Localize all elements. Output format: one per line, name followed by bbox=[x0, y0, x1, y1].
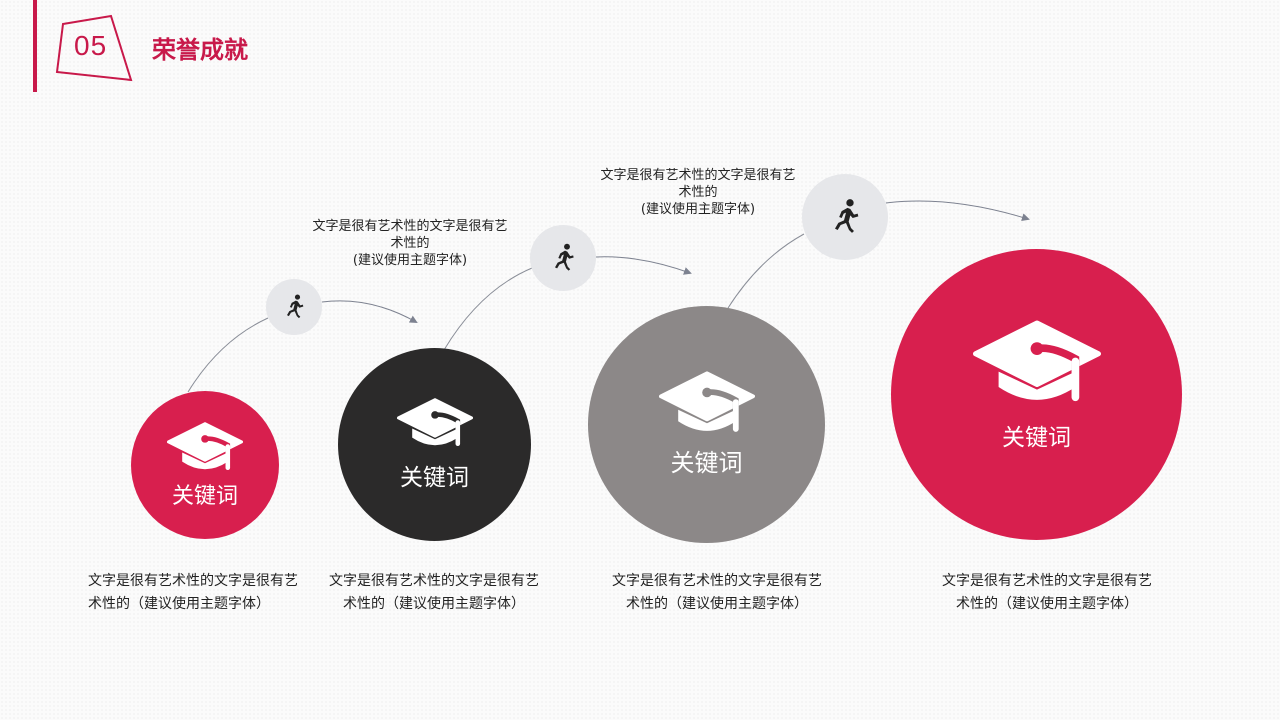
step-keyword: 关键词 bbox=[1002, 424, 1071, 451]
graduation-cap-icon bbox=[972, 319, 1101, 401]
caption-line: (建议使用主题字体) bbox=[352, 253, 468, 268]
step-description-3: 文字是很有艺术性的文字是很有艺术性的（建议使用主题字体） bbox=[612, 573, 822, 612]
step-keyword: 关键词 bbox=[400, 464, 469, 491]
caption-line: 文字是很有艺术性的文字是很有艺 bbox=[312, 219, 508, 234]
step-circle-4: 关键词 bbox=[891, 249, 1182, 540]
connector-caption-2: 文字是很有艺术性的文字是很有艺 术性的 (建议使用主题字体) bbox=[290, 218, 530, 269]
running-person-icon bbox=[287, 294, 304, 319]
step-circle-3: 关键词 bbox=[588, 306, 825, 543]
caption-line: 术性的 bbox=[678, 185, 718, 200]
connector-caption-3: 文字是很有艺术性的文字是很有艺 术性的 (建议使用主题字体) bbox=[578, 167, 818, 218]
section-number-frame bbox=[55, 14, 133, 82]
graduation-cap-icon bbox=[396, 397, 473, 446]
caption-line: 文字是很有艺术性的文字是很有艺 bbox=[600, 168, 796, 183]
graduation-cap-icon bbox=[167, 422, 243, 471]
step-circle-2: 关键词 bbox=[338, 348, 531, 541]
running-person-icon bbox=[555, 243, 574, 271]
caption-line: (建议使用主题字体) bbox=[640, 202, 756, 217]
caption-line: 术性的 bbox=[390, 236, 430, 251]
step-circle-1: 关键词 bbox=[131, 391, 279, 539]
running-person-icon bbox=[835, 199, 859, 233]
step-description-4: 文字是很有艺术性的文字是很有艺术性的（建议使用主题字体） bbox=[942, 573, 1152, 612]
section-number: 05 bbox=[74, 30, 108, 61]
header-accent-bar bbox=[33, 0, 37, 92]
graduation-cap-icon bbox=[658, 371, 755, 432]
step-description-2: 文字是很有艺术性的文字是很有艺术性的（建议使用主题字体） bbox=[329, 573, 539, 612]
connector-circle-1 bbox=[266, 279, 322, 335]
connector-circle-3 bbox=[802, 174, 888, 260]
step-description-1: 文字是很有艺术性的文字是很有艺术性的（建议使用主题字体） bbox=[88, 573, 298, 612]
page-title: 荣誉成就 bbox=[152, 36, 248, 64]
step-keyword: 关键词 bbox=[171, 484, 238, 509]
connector-circle-2 bbox=[530, 225, 596, 291]
step-keyword: 关键词 bbox=[670, 449, 743, 477]
